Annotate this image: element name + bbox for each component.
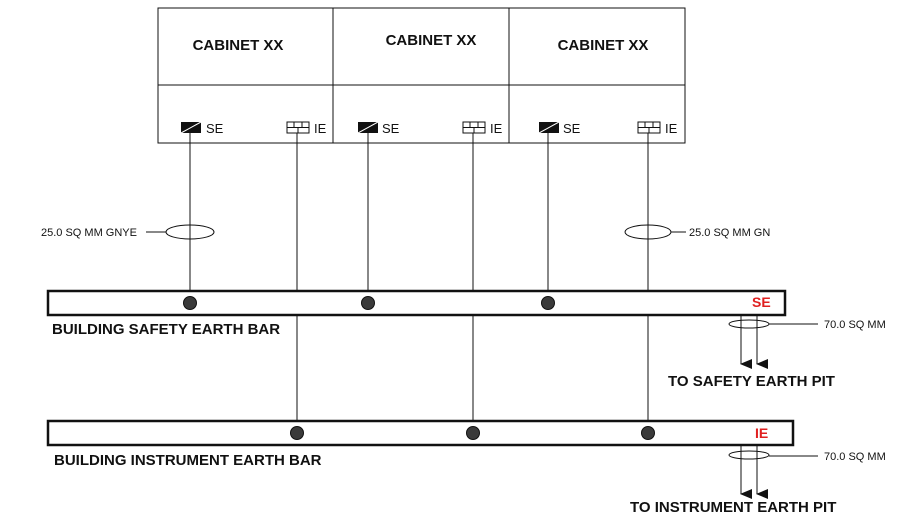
safety-earth-conductors <box>189 133 549 303</box>
cable-callout-left: 25.0 SQ MM GNYE <box>41 224 215 240</box>
cabinet-2-title: CABINET XX <box>386 32 477 49</box>
cabinet-1-se-label: SE <box>206 121 224 136</box>
cabinet-3: CABINET XX SE IE <box>508 7 686 144</box>
cabinet-2-ie-label: IE <box>490 121 503 136</box>
cable-size-label-right: 25.0 SQ MM GN <box>689 227 770 239</box>
cabinet-2: CABINET XX SE IE <box>332 7 510 144</box>
instrument-bar-title: BUILDING INSTRUMENT EARTH BAR <box>54 452 322 469</box>
instrument-earth-terminal-icon <box>637 121 661 134</box>
cable-callout-right: 25.0 SQ MM GN <box>624 224 770 240</box>
cabinet-1-ie-label: IE <box>314 121 327 136</box>
instrument-pit-connection: 70.0 SQ MM TO INSTRUMENT EARTH PIT <box>630 445 886 516</box>
bar-connection-point <box>290 426 304 440</box>
cabinet-3-ie-label: IE <box>665 121 678 136</box>
bar-connection-point <box>361 296 375 310</box>
safety-earth-bar: SE <box>46 289 787 317</box>
instrument-earth-bar: IE <box>46 419 795 447</box>
cabinet-1-title: CABINET XX <box>193 37 284 54</box>
instrument-bar-tag: IE <box>755 425 768 441</box>
safety-bar-tag: SE <box>752 294 771 310</box>
instrument-earth-conductors <box>296 133 649 433</box>
bar-connection-point <box>183 296 197 310</box>
bar-connection-point <box>541 296 555 310</box>
instrument-pit-label: TO INSTRUMENT EARTH PIT <box>630 499 836 516</box>
cabinet-2-se-label: SE <box>382 121 400 136</box>
bar-connection-point <box>466 426 480 440</box>
cabinet-3-se-label: SE <box>563 121 581 136</box>
safety-pit-connection: 70.0 SQ MM TO SAFETY EARTH PIT <box>668 315 886 390</box>
cabinet-3-title: CABINET XX <box>558 37 649 54</box>
safety-cable-size-label: 70.0 SQ MM <box>824 319 886 331</box>
cable-size-label-left: 25.0 SQ MM GNYE <box>41 227 137 239</box>
instrument-earth-terminal-icon <box>462 121 486 134</box>
instrument-earth-terminal-icon <box>286 121 310 134</box>
bar-connection-point <box>641 426 655 440</box>
safety-bar-title: BUILDING SAFETY EARTH BAR <box>52 321 280 338</box>
instrument-cable-size-label: 70.0 SQ MM <box>824 451 886 463</box>
safety-pit-label: TO SAFETY EARTH PIT <box>668 373 835 390</box>
cabinet-1: CABINET XX SE IE <box>157 7 334 144</box>
